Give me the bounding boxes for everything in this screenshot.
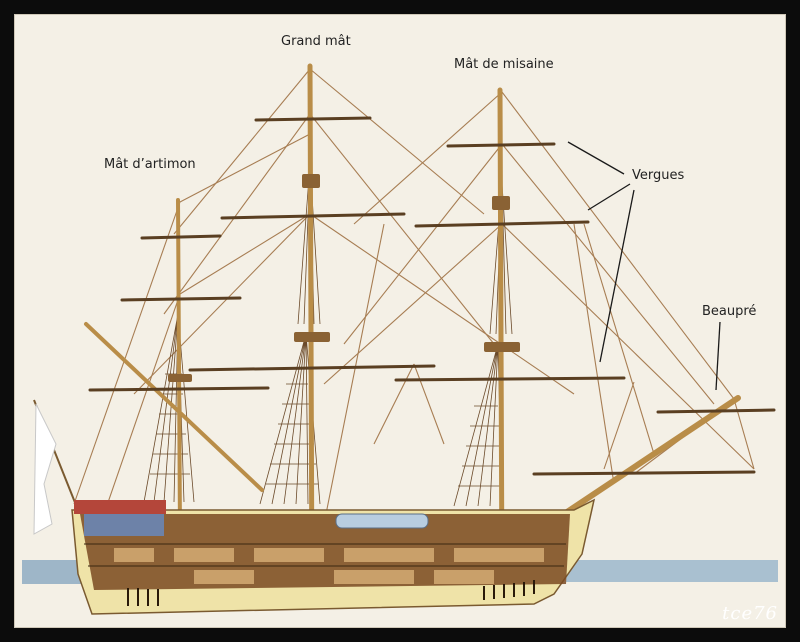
sea-right	[566, 560, 778, 582]
sea-left	[22, 560, 84, 584]
label-grand-mat: Grand mât	[281, 34, 351, 49]
vergues-pointer-1	[567, 141, 625, 175]
fore-mast	[497, 87, 505, 592]
vergues-pointer-2	[587, 183, 631, 211]
vergues-pointer-3	[599, 189, 635, 363]
stern-flag	[33, 399, 79, 535]
mizzen-mast	[176, 198, 182, 536]
yards	[88, 116, 776, 476]
spanker-boom	[84, 322, 264, 492]
pointer-lines	[567, 141, 721, 391]
signature: tce76	[722, 603, 778, 624]
label-mat-de-misaine: Mât de misaine	[454, 57, 554, 72]
label-beaupre: Beaupré	[702, 304, 757, 319]
ship-illustration	[22, 63, 778, 615]
label-vergues: Vergues	[632, 168, 685, 183]
beaupre-pointer	[715, 321, 721, 391]
shrouds	[143, 163, 513, 507]
mast-tops	[168, 174, 520, 382]
hull	[71, 498, 596, 615]
label-mat-d-artimon: Mât d’artimon	[104, 157, 196, 172]
